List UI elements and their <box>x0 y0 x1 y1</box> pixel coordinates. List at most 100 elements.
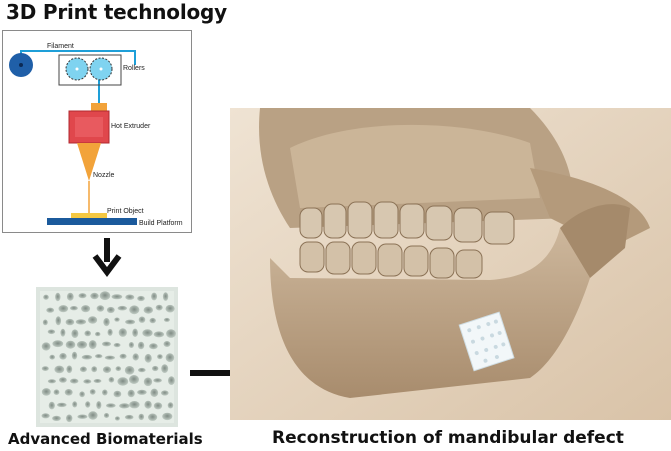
scaffold-pore <box>91 366 98 373</box>
scaffold-pore <box>70 306 78 311</box>
scaffold-pore <box>59 377 67 383</box>
scaffold-pore <box>129 401 140 409</box>
scaffold-pore <box>78 293 87 299</box>
scaffold-pore <box>60 328 66 337</box>
scaffold-pore <box>90 292 99 300</box>
print-object <box>71 213 107 218</box>
scaffold-pore <box>41 388 51 396</box>
scaffold-pore <box>113 343 121 348</box>
scaffold-pore <box>118 328 127 337</box>
scaffold-pore <box>53 389 60 395</box>
scaffold-pore <box>41 413 50 419</box>
scaffold-pore <box>119 403 130 409</box>
scaffold-pore <box>79 391 85 398</box>
scaffold-pore <box>71 351 78 360</box>
scaffold-pore <box>137 295 145 302</box>
scaffold-pore <box>96 401 102 410</box>
nozzle-label: Nozzle <box>93 172 115 179</box>
scaffold-pore <box>93 379 102 383</box>
scaffold-pore <box>47 379 56 384</box>
scaffold-pore <box>54 365 65 374</box>
scaffold-pore <box>124 414 134 420</box>
scaffold-pore <box>150 388 159 397</box>
scaffold-pore <box>42 319 48 326</box>
scaffold-pore <box>161 390 169 396</box>
scaffold-pore <box>144 353 152 363</box>
scaffold-pore <box>95 354 103 359</box>
3d-printer-diagram: Filament Rollers Hot Extruder Nozzle Pri… <box>2 30 192 233</box>
scaffold-pore <box>102 341 111 347</box>
reconstruction-caption: Reconstruction of mandibular defect <box>272 428 624 448</box>
scaffold-pore <box>151 292 158 301</box>
scaffold-pore <box>153 331 165 338</box>
scaffold-pore <box>102 366 112 373</box>
scaffold-pore <box>113 390 122 398</box>
scaffold-pore <box>46 307 55 313</box>
scaffold-pore <box>142 329 153 337</box>
scaffold-pore <box>81 305 91 313</box>
scaffold-pore <box>88 316 98 324</box>
scaffold-pore <box>47 329 56 335</box>
scaffold-pore <box>132 353 139 361</box>
scaffold-pore <box>155 304 163 311</box>
scaffold-pore <box>144 400 152 409</box>
down-arrow-icon <box>92 238 122 277</box>
scaffold-pore <box>153 402 163 410</box>
scaffold-pore <box>163 341 171 347</box>
scaffold-pore <box>125 294 135 300</box>
scaffold-pore <box>52 340 64 348</box>
scaffold-pore <box>115 366 122 372</box>
scaffold-pore <box>55 316 62 326</box>
build-platform <box>47 218 137 225</box>
scaffold-pore <box>83 379 92 384</box>
rollers-box <box>58 54 122 86</box>
hot-extruder-label: Hot Extruder <box>111 123 151 130</box>
scaffold-pore <box>162 412 173 421</box>
scaffold-pore <box>117 377 129 386</box>
scaffold-pore <box>149 317 156 324</box>
biomaterial-scaffold-image <box>36 287 178 427</box>
biomaterials-caption: Advanced Biomaterials <box>8 430 203 448</box>
scaffold-pore <box>103 413 110 418</box>
scaffold-pore <box>88 411 98 420</box>
scaffold-pore <box>89 389 96 395</box>
scaffold-pore <box>57 402 67 408</box>
scaffold-pore <box>143 377 153 387</box>
scaffold-pore <box>106 306 115 314</box>
scaffold-pore <box>58 305 69 313</box>
scaffold-pore <box>41 366 49 371</box>
scaffold-pore <box>43 294 49 300</box>
page-title: 3D Print technology <box>6 0 227 24</box>
scaffold-pore <box>129 305 140 315</box>
scaffold-pore <box>117 305 128 311</box>
scaffold-pore <box>137 341 145 350</box>
scaffold-pore <box>103 318 110 327</box>
scaffold-pore <box>114 317 120 322</box>
scaffold-pore <box>138 413 145 421</box>
scaffold-pore <box>165 304 175 313</box>
scaffold-pore <box>99 291 111 301</box>
scaffold-pore <box>162 292 169 301</box>
scaffold-pore <box>59 353 67 360</box>
scaffold-pore <box>77 414 88 419</box>
scaffold-pore <box>137 389 147 395</box>
scaffold-pore <box>166 329 176 338</box>
scaffold-pore <box>107 328 113 336</box>
scaffold-pore <box>128 342 134 348</box>
scaffold-pore <box>143 306 153 314</box>
scaffold-pore <box>152 365 159 372</box>
scaffold-pore <box>66 365 73 374</box>
scaffold-pore <box>52 415 61 421</box>
scaffold-pore <box>138 316 146 323</box>
scaffold-pore <box>76 341 88 349</box>
scaffold-pore <box>148 413 158 421</box>
build-platform-label: Build Platform <box>139 220 183 227</box>
scaffold-pore <box>127 389 135 398</box>
scaffold-pore <box>71 329 79 338</box>
scaffold-pore <box>163 317 170 322</box>
scaffold-pore <box>138 367 146 373</box>
scaffold-pore <box>153 378 162 383</box>
scaffold-pore <box>75 319 87 325</box>
scaffold-pore <box>84 330 91 337</box>
rollers-label: Rollers <box>123 65 145 72</box>
